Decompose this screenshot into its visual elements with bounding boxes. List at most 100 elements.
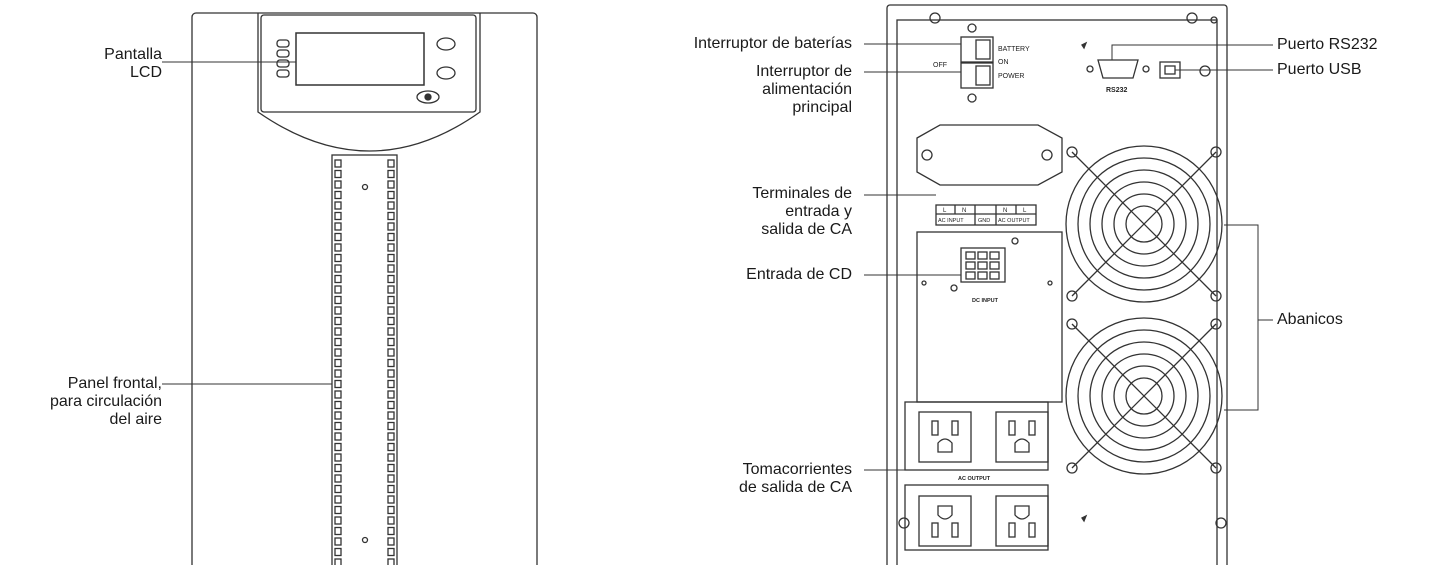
vent-tooth bbox=[387, 295, 395, 305]
front-view bbox=[191, 12, 538, 565]
vent-tooth bbox=[387, 495, 395, 504]
rear-case bbox=[886, 4, 1228, 565]
dc-input-text: DC INPUT bbox=[972, 298, 999, 304]
vent-tooth bbox=[334, 316, 342, 326]
term-l1-text: L bbox=[943, 208, 947, 214]
dc-input-pins bbox=[965, 251, 1000, 280]
battery-switch[interactable] bbox=[960, 36, 994, 63]
ac-outlet bbox=[918, 495, 972, 547]
dc-input-connector[interactable] bbox=[960, 247, 1006, 283]
rs232-leader bbox=[1111, 44, 1273, 60]
ac-outlets-label-line: Tomacorrientes bbox=[742, 461, 852, 478]
vent-tooth bbox=[387, 369, 395, 378]
rs232-screw-left bbox=[1086, 65, 1094, 73]
ac-outlet bbox=[918, 411, 972, 463]
vent-tooth bbox=[334, 211, 342, 221]
lcd-led-indicators bbox=[276, 39, 290, 78]
vent-panel-label-line: Panel frontal, bbox=[67, 375, 162, 392]
vent-tooth bbox=[387, 558, 395, 565]
vent-tooth bbox=[387, 253, 395, 263]
case-hole-tr bbox=[1210, 16, 1218, 24]
front-case bbox=[191, 12, 538, 565]
ac-outlet bbox=[995, 411, 1049, 463]
vent-tooth bbox=[334, 411, 342, 420]
vent-tooth bbox=[334, 169, 342, 179]
vent-tooth bbox=[334, 442, 342, 452]
fans-label-line: Abanicos bbox=[1277, 311, 1343, 328]
rs232-screw-right bbox=[1142, 65, 1150, 73]
vent-tooth bbox=[387, 474, 395, 483]
power-text: POWER bbox=[998, 73, 1024, 80]
vent-tooth bbox=[387, 274, 395, 284]
vent-tooth bbox=[387, 463, 395, 473]
vent-tooth bbox=[387, 484, 395, 494]
on-button[interactable] bbox=[436, 37, 456, 51]
rear-inner-panel bbox=[896, 19, 1218, 565]
battery-switch-rocker bbox=[975, 39, 991, 60]
switch-screw-top bbox=[967, 23, 977, 33]
vent-tooth bbox=[334, 358, 342, 368]
power-switch[interactable] bbox=[960, 62, 994, 89]
fan-screw bbox=[1210, 290, 1222, 302]
cover-screw-right bbox=[1041, 149, 1053, 161]
gnd-text: GND bbox=[978, 218, 990, 224]
fans-label: Abanicos bbox=[1277, 311, 1343, 329]
vent-tooth bbox=[387, 505, 395, 515]
vent-screw-bottom bbox=[361, 536, 369, 544]
fan-screw bbox=[1210, 462, 1222, 474]
dc-input-label-line: Entrada de CD bbox=[746, 266, 852, 283]
vent-tooth bbox=[334, 537, 342, 546]
small-mark-1 bbox=[1081, 41, 1088, 50]
vent-tooth bbox=[387, 400, 395, 410]
fan-screw bbox=[1066, 146, 1078, 158]
vent-panel-label-line: del aire bbox=[109, 411, 162, 428]
main-power-switch-label-line: alimentación bbox=[762, 81, 852, 98]
ac-outlets-label: Tomacorrientes de salida de CA bbox=[739, 461, 852, 497]
vent-tooth bbox=[334, 222, 342, 231]
vent-tooth bbox=[387, 411, 395, 420]
vent-tooth bbox=[334, 369, 342, 378]
usb-port-ground bbox=[1199, 65, 1211, 77]
vent-tooth bbox=[387, 169, 395, 179]
vent-tooth bbox=[334, 516, 342, 525]
vent-tooth bbox=[334, 495, 342, 504]
vent-tooth bbox=[387, 390, 395, 399]
ac-terminal-block bbox=[935, 204, 1037, 226]
vent-tooth bbox=[334, 337, 342, 347]
term-n2-text: N bbox=[1003, 208, 1007, 214]
vent-tooth bbox=[334, 232, 342, 242]
vent-tooth bbox=[387, 327, 395, 336]
ac-outlets-label-line: de salida de CA bbox=[739, 479, 852, 496]
front-control-panel-arc bbox=[257, 13, 481, 152]
select-button[interactable] bbox=[416, 90, 440, 104]
battery-switch-label: Interruptor de baterías bbox=[694, 35, 852, 53]
vent-tooth bbox=[334, 421, 342, 431]
vent-tooth bbox=[334, 190, 342, 200]
off-button[interactable] bbox=[436, 66, 456, 80]
vent-tooth bbox=[387, 442, 395, 452]
vent-screw-top bbox=[361, 183, 369, 191]
fan-bottom bbox=[1065, 317, 1223, 475]
vent-tooth bbox=[387, 211, 395, 221]
vent-tooth bbox=[387, 453, 395, 462]
vent-tooth bbox=[387, 264, 395, 273]
vent-tooth bbox=[387, 285, 395, 294]
vent-tooth bbox=[387, 306, 395, 315]
rs232-port-label: Puerto RS232 bbox=[1277, 36, 1378, 54]
rear-view bbox=[886, 4, 1228, 565]
vent-tooth bbox=[334, 285, 342, 294]
ac-output-term-text: AC OUTPUT bbox=[998, 218, 1030, 224]
vent-tooth bbox=[387, 432, 395, 441]
off-text: OFF bbox=[933, 62, 947, 69]
dc-input-label: Entrada de CD bbox=[746, 266, 852, 284]
cover-plate bbox=[916, 124, 1063, 186]
main-power-switch-label-line: principal bbox=[792, 99, 852, 116]
vent-tooth bbox=[334, 201, 342, 210]
term-l2-text: L bbox=[1023, 208, 1027, 214]
lcd-label-line: LCD bbox=[129, 64, 162, 81]
fan-top bbox=[1065, 145, 1223, 303]
case-screw-tr bbox=[1186, 12, 1198, 24]
vent-tooth bbox=[387, 526, 395, 536]
